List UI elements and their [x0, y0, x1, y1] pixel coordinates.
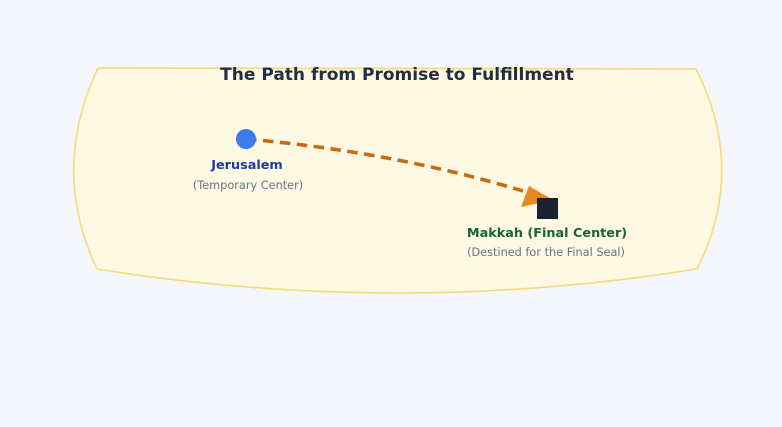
route-path [245, 137, 524, 193]
diagram-title: The Path from Promise to Fulfillment [220, 65, 574, 85]
jerusalem-sublabel: (Temporary Center) [193, 179, 303, 192]
makkah-sublabel: (Destined for the Final Seal) [467, 246, 625, 259]
makkah-label: Makkah (Final Center) [467, 226, 627, 241]
map-region-outline [73, 67, 723, 294]
jerusalem-label: Jerusalem [210, 158, 283, 173]
jerusalem-marker [236, 129, 256, 149]
makkah-marker [537, 198, 558, 219]
